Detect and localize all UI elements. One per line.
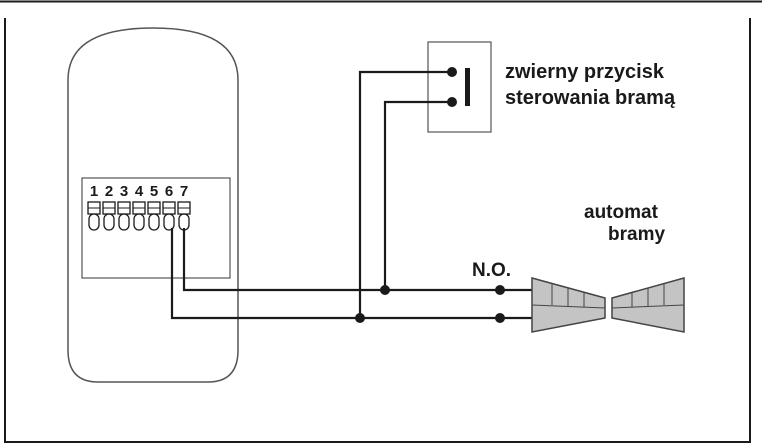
terminal-number-6: 6 xyxy=(165,183,173,200)
terminal-number-3: 3 xyxy=(120,183,128,200)
terminal-number-4: 4 xyxy=(135,183,144,200)
screw-terminal-1 xyxy=(87,201,101,231)
gate-motor-symbol xyxy=(531,277,685,333)
screw-terminal-3 xyxy=(117,201,131,231)
gate-motor-label-line2: bramy xyxy=(608,224,665,245)
junction-upper xyxy=(380,285,390,295)
wire-terminal-7 xyxy=(182,228,500,292)
terminal-strip xyxy=(87,201,191,231)
terminal-number-2: 2 xyxy=(105,183,113,200)
wire-button-lower xyxy=(383,100,452,290)
terminal-number-1: 1 xyxy=(90,183,98,200)
terminal-number-7: 7 xyxy=(180,183,188,200)
screw-terminal-6 xyxy=(162,201,176,231)
no-contact-label: N.O. xyxy=(472,260,511,281)
wire-button-upper xyxy=(358,70,452,318)
screw-terminal-2 xyxy=(102,201,116,231)
gate-wing-right-mid xyxy=(611,304,685,309)
push-button-label-line1: zwierny przycisk xyxy=(505,61,665,83)
push-button-box xyxy=(427,41,492,133)
terminal-number-5: 5 xyxy=(150,183,158,200)
junction-lower xyxy=(355,313,365,323)
screw-terminal-4 xyxy=(132,201,146,231)
push-button-label-line2: sterowania bramą xyxy=(505,87,676,109)
no-terminal-lower xyxy=(495,313,505,323)
screw-terminal-5 xyxy=(147,201,161,231)
gate-motor-label-line1: automat xyxy=(584,202,659,223)
wire-terminal-6 xyxy=(170,228,500,320)
gate-wing-left-mid xyxy=(531,304,606,309)
push-button-contact-bar xyxy=(465,68,470,106)
screw-terminal-7 xyxy=(177,201,191,231)
no-terminal-upper xyxy=(495,285,505,295)
